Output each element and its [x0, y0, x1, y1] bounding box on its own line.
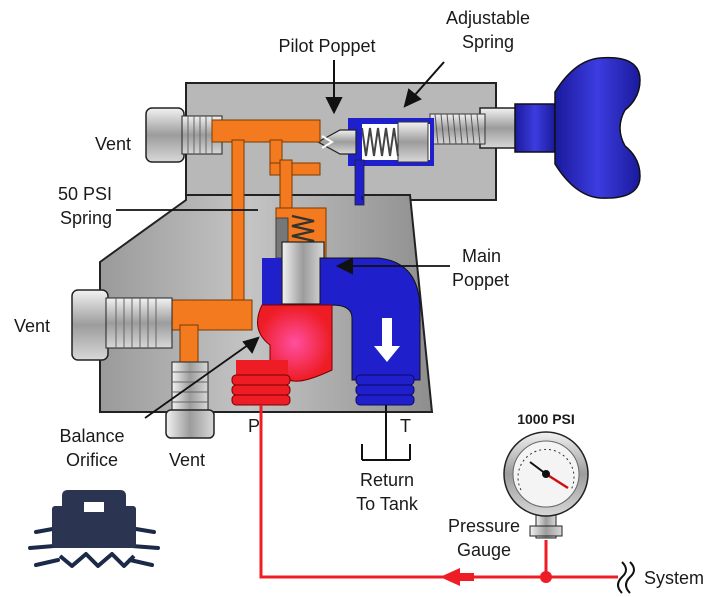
pressure-gauge-icon	[503, 431, 589, 539]
adjustable-spring	[361, 127, 399, 157]
tank-return-elbow	[319, 257, 421, 406]
pressure-line	[259, 405, 618, 579]
label-port-p: P	[248, 416, 260, 436]
label-return-line2: To Tank	[356, 494, 419, 514]
label-vent-bottom: Vent	[169, 450, 205, 470]
tank-return-line	[361, 405, 411, 461]
label-pressure-gauge-line2: Gauge	[457, 540, 511, 560]
leader-lines	[116, 60, 450, 419]
label-adjustable-spring-line2: Spring	[462, 32, 514, 52]
label-50psi-spring-line1: 50 PSI	[58, 184, 112, 204]
flow-arrow-icon	[374, 318, 400, 362]
pilot-poppet	[316, 129, 357, 155]
vent-fitting-top	[145, 107, 223, 163]
label-50psi-spring-line2: Spring	[60, 208, 112, 228]
label-balance-orifice-line2: Orifice	[66, 450, 118, 470]
label-main-poppet-line2: Poppet	[452, 270, 509, 290]
label-main-poppet-line1: Main	[462, 246, 501, 266]
label-pressure-gauge-line1: Pressure	[448, 516, 520, 536]
flow-arrow-icon	[440, 568, 460, 586]
label-system: System	[644, 568, 704, 588]
label-vent-top: Vent	[95, 134, 131, 154]
label-adjustable-spring-line1: Adjustable	[446, 8, 530, 28]
label-return-line1: Return	[360, 470, 414, 490]
label-gauge-reading: 1000 PSI	[517, 411, 575, 427]
spring-chamber	[348, 118, 434, 206]
pressure-port-threads	[231, 374, 291, 406]
adjustment-knob	[479, 56, 641, 199]
pilot-passages	[171, 119, 321, 366]
label-balance-orifice-line1: Balance	[59, 426, 124, 446]
tank-port-threads	[355, 374, 415, 406]
adjustment-screw	[429, 113, 486, 145]
line-junction	[540, 571, 552, 583]
label-vent-mid: Vent	[14, 316, 50, 336]
label-pilot-poppet: Pilot Poppet	[278, 36, 375, 56]
toolbox-logo-icon	[28, 490, 160, 568]
break-symbol-icon	[617, 561, 635, 594]
label-port-t: T	[400, 416, 411, 436]
pressure-inlet-elbow	[231, 304, 333, 406]
vent-fitting-mid	[71, 289, 173, 361]
